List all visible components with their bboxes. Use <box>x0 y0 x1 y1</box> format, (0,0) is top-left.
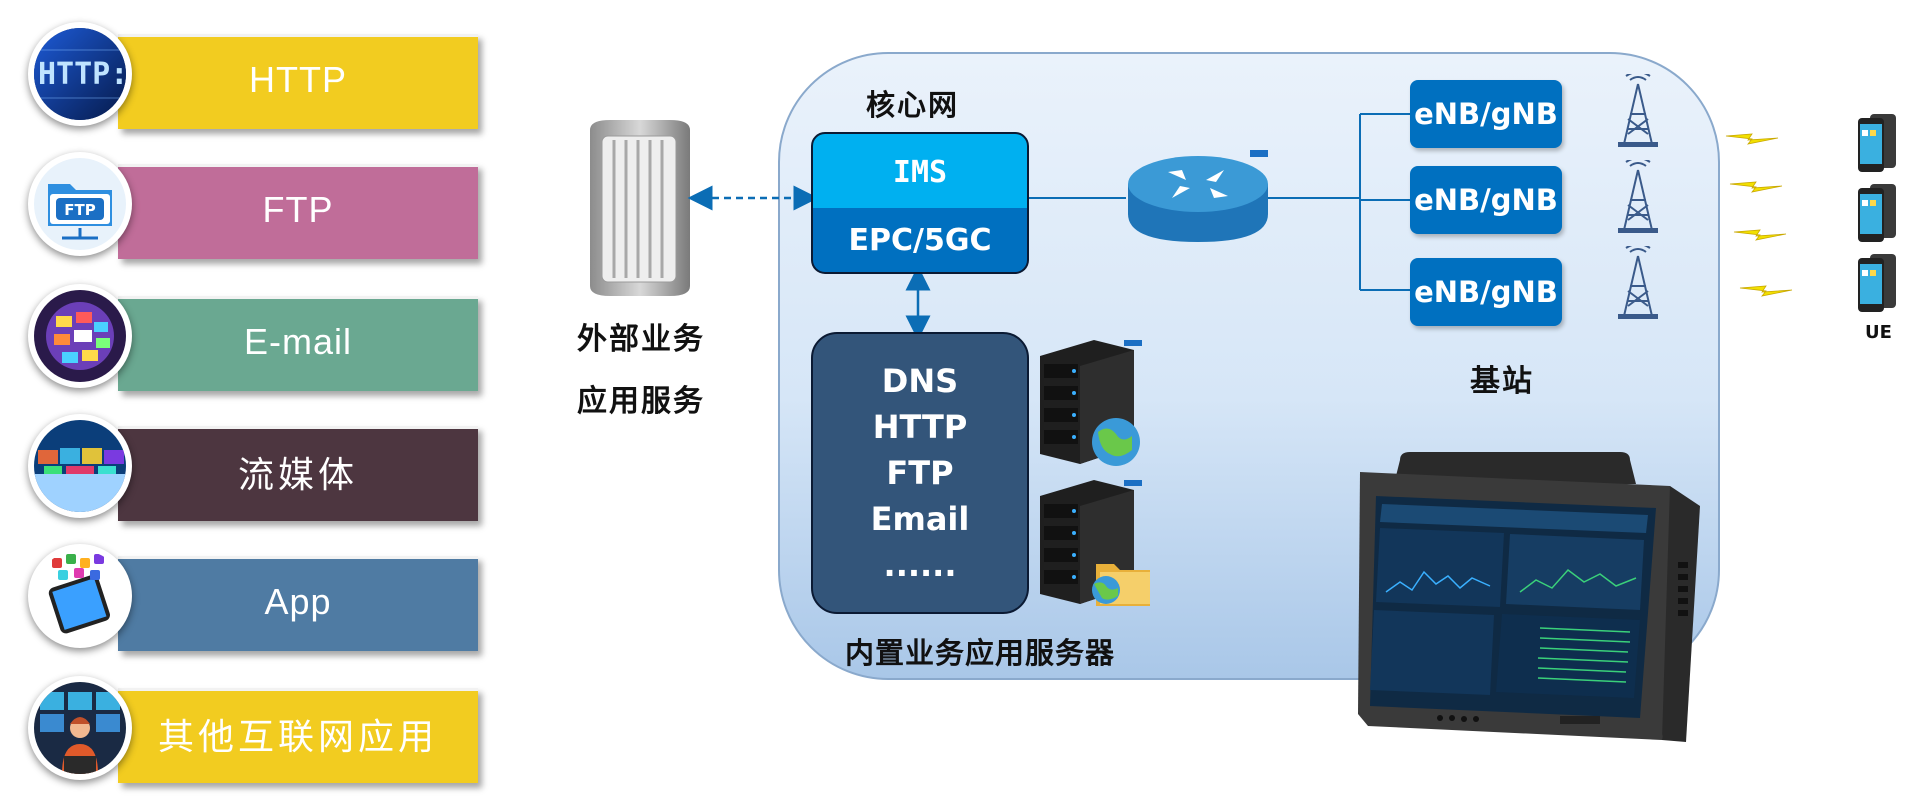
service-label: 其他互联网应用 <box>157 717 438 758</box>
service-label: E-mail <box>243 321 352 362</box>
builtin-service-more: ...... <box>883 546 957 584</box>
smartphone-icon <box>1856 114 1898 172</box>
service-label: 流媒体 <box>237 455 358 496</box>
core-network-title: 核心网 <box>866 88 960 122</box>
service-item-other-internet: 其他互联网应用 <box>28 674 488 783</box>
epc-5gc-node: EPC/5GC <box>811 208 1029 274</box>
service-item-email: E-mail <box>28 282 488 391</box>
service-label: FTP <box>262 189 334 230</box>
ftp-icon: FTP <box>34 158 126 250</box>
service-bar <box>118 556 478 651</box>
service-bar <box>118 296 478 391</box>
builtin-service-ftp: FTP <box>886 454 954 492</box>
service-item-streaming: 流媒体 <box>28 412 488 521</box>
builtin-services-box: DNS HTTP FTP Email ...... <box>811 332 1029 614</box>
service-bar <box>118 164 478 259</box>
smartphone-apps-icon <box>34 550 126 642</box>
external-caption-line2: 应用服务 <box>577 384 705 419</box>
service-item-ftp: FTP FTP <box>28 150 488 259</box>
smartphone-icon <box>1856 254 1898 312</box>
builtin-service-http: HTTP <box>872 408 968 446</box>
enb-gnb-node-1: eNB/gNB <box>1410 80 1562 148</box>
cell-tower-icon <box>1610 243 1666 320</box>
service-label: HTTP <box>249 59 347 100</box>
server-globe-icon <box>1036 336 1146 472</box>
service-label: App <box>264 581 332 622</box>
service-item-app: App <box>28 542 488 651</box>
server-folder-icon <box>1036 472 1156 612</box>
router-icon <box>1126 150 1270 246</box>
ims-node: IMS <box>811 132 1029 212</box>
builtin-service-email: Email <box>870 500 970 538</box>
smartphone-icon <box>1856 184 1898 242</box>
builtin-service-dns: DNS <box>881 362 959 400</box>
service-bar <box>118 34 478 129</box>
svg-text:HTTP:/: HTTP:/ <box>38 57 126 92</box>
external-caption-line1: 外部业务 <box>577 322 705 357</box>
wireless-link-icons <box>1725 133 1793 297</box>
ue-label: UE <box>1865 322 1892 343</box>
cell-tower-icon <box>1610 71 1666 148</box>
service-item-http: HTTP HTTP:/ <box>28 20 488 129</box>
service-bar <box>118 426 478 521</box>
http-icon: HTTP:/ <box>34 28 126 120</box>
svg-text:FTP: FTP <box>64 201 95 219</box>
email-globe-icon <box>34 290 126 382</box>
base-station-caption: 基站 <box>1470 364 1534 399</box>
portable-test-instrument-icon <box>1340 452 1702 752</box>
internet-user-icon <box>34 682 126 774</box>
external-server-icon <box>580 118 698 298</box>
service-bar <box>118 688 478 783</box>
cell-tower-icon <box>1610 157 1666 234</box>
enb-gnb-node-2: eNB/gNB <box>1410 166 1562 234</box>
builtin-server-caption: 内置业务应用服务器 <box>845 636 1116 670</box>
enb-gnb-node-3: eNB/gNB <box>1410 258 1562 326</box>
